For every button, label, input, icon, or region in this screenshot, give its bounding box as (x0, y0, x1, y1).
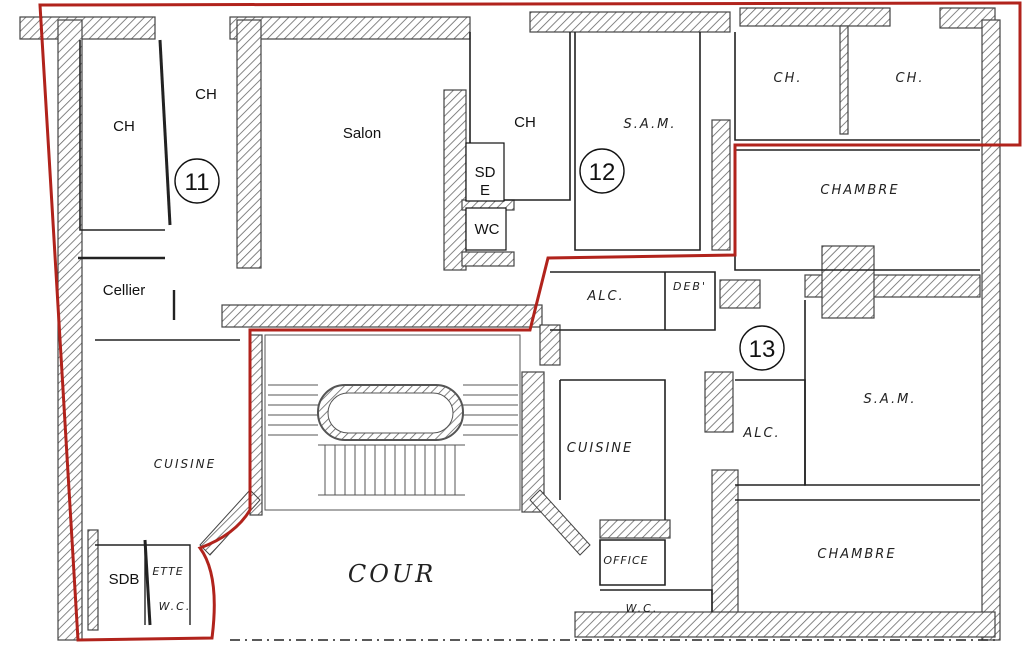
wall-h-6 (719, 279, 761, 309)
wall-h-1 (221, 304, 543, 328)
wall-h-5 (821, 245, 875, 319)
wall-top-1 (19, 16, 156, 40)
partition-sdb-thick (143, 539, 152, 626)
typed-labels: CH CH Salon CH SD E WC Cellier SDB (103, 86, 536, 588)
unit-11-marker: 11 (174, 158, 220, 204)
wall-int-1 (236, 19, 262, 269)
unit-number: 11 (185, 169, 210, 196)
wall-left (57, 19, 83, 641)
wall-wc-2 (461, 251, 515, 267)
room-label-cuisine: CUISINE (154, 457, 216, 471)
room-label-wc: W.C. (159, 600, 192, 613)
room-label-sde-e: E (480, 182, 490, 199)
wall-top-4 (739, 7, 891, 27)
room-label-chambre: CHAMBRE (817, 547, 896, 562)
room-label-ch: CH (113, 118, 135, 135)
wall-bottom-3 (599, 519, 671, 539)
room-label-sam: S.A.M. (864, 392, 917, 407)
unit-number: 13 (749, 336, 776, 363)
partition-ch-divider (158, 39, 172, 226)
room-label-cuisine: CUISINE (567, 441, 633, 456)
courtyard-label: COUR (348, 560, 436, 588)
room-label-sdb: SDB (109, 571, 140, 588)
wall-right (981, 19, 1001, 641)
unit-number: 12 (589, 159, 616, 186)
partition-sam-right (804, 300, 980, 486)
stair-well-inner (327, 392, 454, 434)
partition-ch-left (79, 40, 165, 231)
room-label-sam: S.A.M. (624, 117, 677, 132)
room-label-ch: CH. (774, 71, 803, 86)
wall-int-3 (711, 119, 731, 251)
wall-bottom-1 (574, 611, 996, 638)
handwritten-labels: S.A.M. CH. CH. CHAMBRE ALC. DEB' CUISINE… (152, 71, 925, 615)
room-label-sde: SD (475, 164, 496, 181)
unit-13-marker: 13 (739, 325, 785, 371)
wall-top-5 (939, 7, 996, 29)
room-label-wc: W.C. (626, 602, 659, 615)
wall-top-3 (529, 11, 731, 33)
unit-12-marker: 12 (579, 148, 625, 194)
staircase-frame (264, 334, 521, 511)
wall-top-2 (229, 16, 471, 40)
room-label-alc: ALC. (742, 426, 780, 441)
lot-outline-11 (38, 1, 1022, 642)
partition-right-room (734, 32, 980, 141)
sde-box (465, 142, 505, 202)
partition-alc-top (550, 271, 716, 331)
room-label-ch: CH (514, 114, 536, 131)
partition-wc-bottom (600, 589, 713, 612)
room-label-wc: WC (475, 221, 500, 238)
stair-treads-bottom (318, 444, 465, 496)
room-label-chambre: CHAMBRE (820, 183, 899, 198)
partitions (78, 32, 1000, 641)
wall-h-3 (521, 371, 545, 513)
partition-sam (574, 32, 701, 251)
wall-bottom-2 (87, 529, 99, 631)
partition-office (599, 539, 666, 586)
wall-h-7 (539, 324, 561, 366)
room-label-cellier: Cellier (103, 282, 146, 299)
wall-courtyard-corner-right (529, 489, 591, 556)
partition-kitchen-mid (559, 379, 666, 520)
walls (19, 7, 1001, 641)
wall-int-5 (704, 371, 734, 433)
wc-box (465, 207, 507, 251)
staircase (264, 334, 521, 511)
room-label-ch: CH (195, 86, 217, 103)
wall-int-2 (443, 89, 467, 271)
wall-int-6 (711, 469, 739, 631)
room-label-deb: DEB' (673, 280, 707, 293)
room-label-ette: ETTE (152, 565, 183, 578)
room-label-office: OFFICE (603, 554, 648, 567)
room-label-alc: ALC. (586, 289, 624, 304)
wall-int-4 (839, 25, 849, 135)
stair-treads-top (268, 384, 518, 436)
wall-courtyard-corner-left (199, 489, 261, 556)
room-label-ch: CH. (896, 71, 925, 86)
room-label-salon: Salon (343, 125, 381, 142)
wall-h-2 (249, 334, 263, 516)
